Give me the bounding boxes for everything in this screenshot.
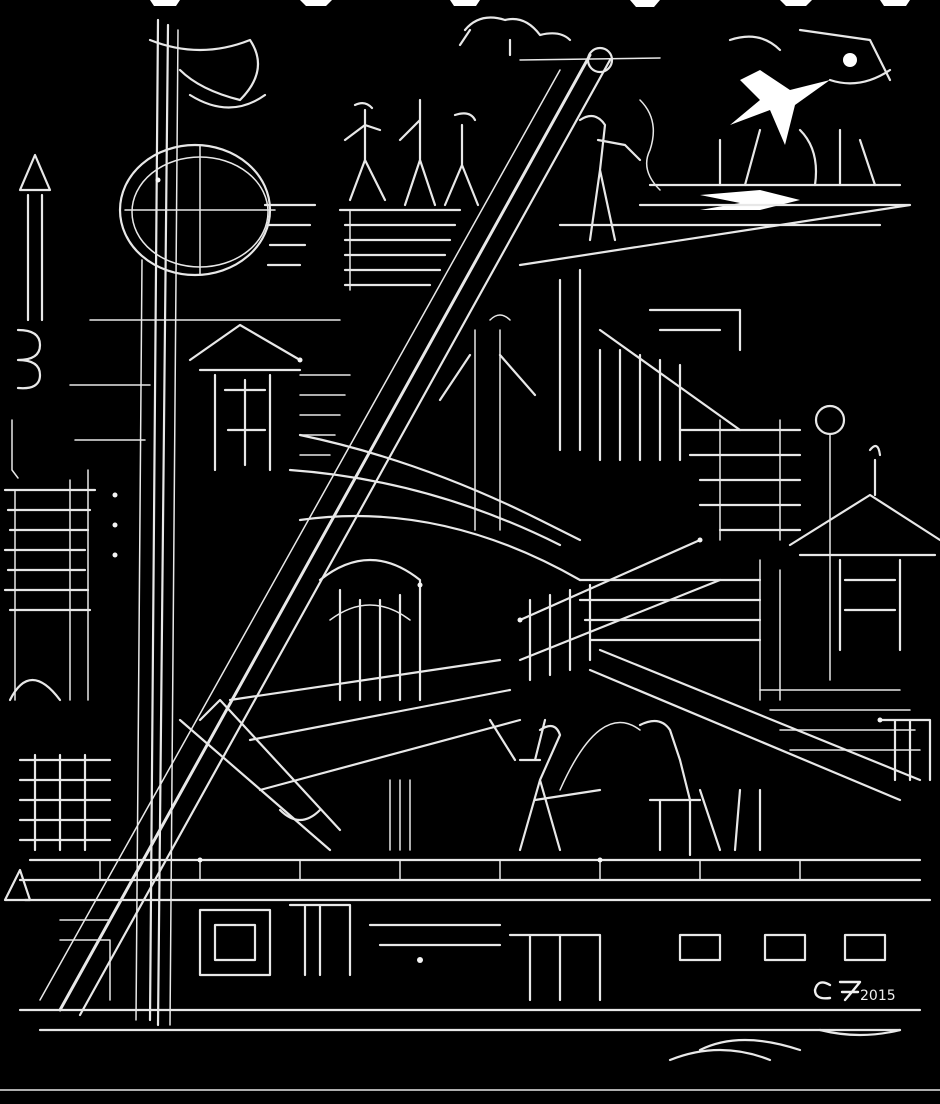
star-splashes xyxy=(518,28,912,267)
sphere-structure xyxy=(118,143,317,277)
ink-dots xyxy=(112,177,883,963)
lower-ramps xyxy=(178,658,522,852)
middle-stairs xyxy=(518,538,932,802)
figures-on-ledge xyxy=(338,98,480,291)
artist-signature: 2015 xyxy=(813,980,896,1004)
base-terrace xyxy=(0,858,940,1091)
seated-figures xyxy=(488,718,762,857)
left-grid xyxy=(3,753,112,1001)
right-staircase xyxy=(558,268,846,681)
central-colonnade xyxy=(288,314,582,702)
left-tower xyxy=(3,153,97,702)
tall-mast xyxy=(135,18,267,1027)
diagonal-beam xyxy=(39,46,661,1017)
top-creature xyxy=(458,16,661,242)
paper-top-edge xyxy=(150,0,910,7)
pavilion xyxy=(69,319,351,472)
right-pagoda xyxy=(759,444,940,701)
signature-year: 2015 xyxy=(860,988,896,1004)
